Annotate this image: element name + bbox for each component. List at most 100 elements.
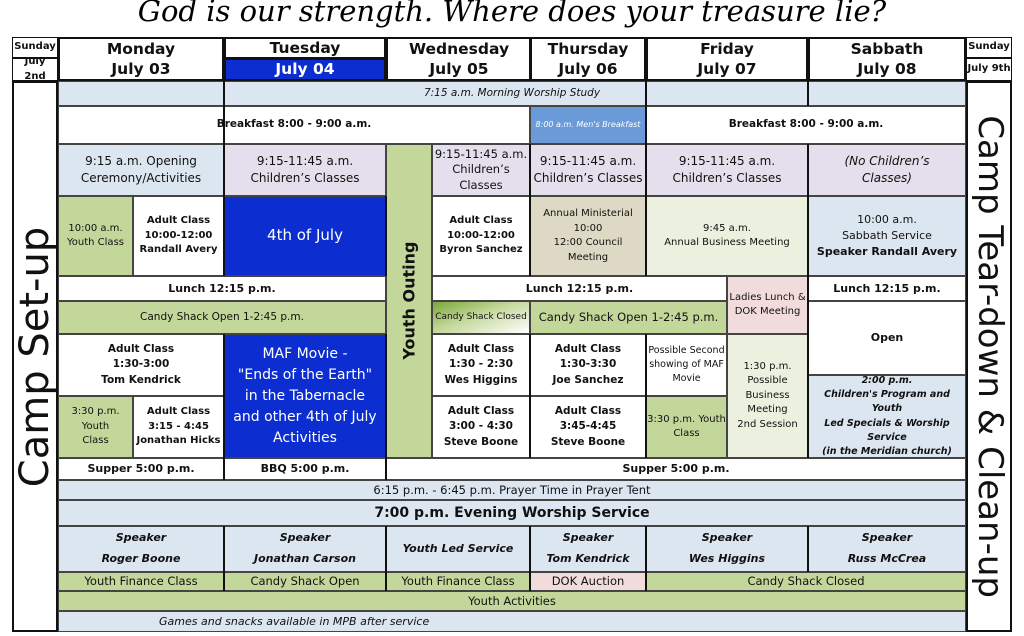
mon-adult-class-pm2: Adult Class 3:15 - 4:45 Jonathan Hicks	[133, 396, 224, 458]
speaker-tuesday: Speaker Jonathan Carson	[224, 526, 386, 572]
maf-movie: MAF Movie - "Ends of the Earth" in the T…	[224, 334, 386, 458]
candy-shack-closed-wed: Candy Shack Closed	[432, 301, 530, 334]
evening-worship: 7:00 p.m. Evening Worship Service	[58, 500, 966, 526]
fourth-of-july: 4th of July	[224, 196, 386, 276]
maf-second-showing: Possible Second showing of MAF Movie	[646, 334, 727, 396]
day-date: July 05	[429, 60, 489, 78]
ladies-lunch: Ladies Lunch & DOK Meeting	[727, 276, 808, 334]
youth-finance-wed: Youth Finance Class	[386, 572, 530, 591]
sunday-left-day: Sunday	[12, 37, 58, 58]
sabbath-afternoon-time: 2:00 p.m.	[861, 375, 913, 386]
prayer-time: 6:15 p.m. - 6:45 p.m. Prayer Time in Pra…	[58, 480, 966, 500]
day-divider	[645, 334, 647, 458]
day-divider	[807, 144, 809, 458]
mens-breakfast: 8:00 a.m. Men's Breakfast	[530, 106, 646, 144]
day-date: July 08	[857, 60, 917, 78]
annual-business-meeting: 9:45 a.m. Annual Business Meeting	[646, 196, 808, 276]
day-date: July 07	[697, 60, 757, 78]
camp-setup-label: Camp Set-up	[12, 226, 58, 487]
breakfast: Breakfast 8:00 - 9:00 a.m.	[58, 106, 530, 144]
candy-shack-closed-late: Candy Shack Closed	[646, 572, 966, 591]
speaker-friday: Speaker Wes Higgins	[646, 526, 808, 572]
youth-activities: Youth Activities	[58, 591, 966, 611]
lunch-sabbath: Lunch 12:15 p.m.	[808, 276, 966, 301]
wed-adult-class-pm2: Adult Class 3:00 - 4:30 Steve Boone	[432, 396, 530, 458]
camp-teardown-column: Camp Tear-down & Clean-up	[966, 81, 1012, 632]
day-date: July 06	[558, 60, 618, 78]
day-divider	[807, 526, 809, 572]
day-divider	[529, 526, 531, 591]
mon-youth-class-pm: 3:30 p.m. Youth Class	[58, 396, 133, 458]
day-divider	[529, 37, 531, 81]
youth-finance-mon: Youth Finance Class	[58, 572, 224, 591]
business-meeting-2nd: 1:30 p.m. Possible Business Meeting 2nd …	[727, 334, 808, 458]
morning-worship: 7:15 a.m. Morning Worship Study	[58, 81, 966, 106]
day-divider	[385, 196, 387, 276]
sabbath-open: Open	[808, 301, 966, 375]
sunday-left-date: July 2nd	[12, 58, 58, 81]
sabbath-afternoon-program: 2:00 p.m. Children's Program and Youth Le…	[808, 375, 966, 458]
day-divider	[529, 144, 531, 276]
day-name: Friday	[700, 39, 754, 58]
sunday-right-date: July 9th	[966, 58, 1012, 81]
candy-shack-open-mon-tue: Candy Shack Open 1-2:45 p.m.	[58, 301, 386, 334]
header-tuesday: Tuesday	[224, 37, 386, 59]
annual-ministerial: Annual Ministerial 10:00 12:00 Council M…	[530, 196, 646, 276]
day-date: July 03	[111, 60, 171, 78]
games-snacks: Games and snacks available in MPB after …	[58, 611, 966, 632]
day-divider	[807, 37, 809, 106]
sab-no-childrens-classes: (No Children’s Classes)	[808, 144, 966, 196]
sabbath-service-text: 10:00 a.m. Sabbath Service	[842, 213, 932, 243]
day-divider	[645, 526, 647, 591]
dok-auction: DOK Auction	[530, 572, 646, 591]
fri-childrens-classes: 9:15-11:45 a.m. Children’s Classes	[646, 144, 808, 196]
wed-childrens-classes: 9:15-11:45 a.m. Children’s Classes	[432, 144, 530, 196]
page-title: God is our strength. Where does your tre…	[137, 0, 887, 28]
fri-youth-class-pm: 3:30 p.m. Youth Class	[646, 396, 727, 458]
mon-adult-class-pm1: Adult Class 1:30-3:00 Tom Kendrick	[58, 334, 224, 396]
sabbath-afternoon-text: Children's Program and Youth Led Special…	[822, 389, 952, 457]
supper-mon: Supper 5:00 p.m.	[58, 458, 224, 480]
opening-ceremony: 9:15 a.m. Opening Ceremony/Activities	[58, 144, 224, 196]
day-divider	[385, 37, 387, 81]
thu-adult-class-pm1: Adult Class 1:30-3:30 Joe Sanchez	[530, 334, 646, 396]
day-divider	[223, 526, 225, 591]
sunday-right-day: Sunday	[966, 37, 1012, 58]
supper-wed-sab: Supper 5:00 p.m.	[386, 458, 966, 480]
day-divider	[529, 334, 531, 458]
speaker-wednesday: Youth Led Service	[386, 526, 530, 572]
candy-shack-open-tue: Candy Shack Open	[224, 572, 386, 591]
sabbath-speaker: Speaker Randall Avery	[816, 244, 958, 258]
youth-outing: Youth Outing	[386, 144, 432, 458]
speaker-sabbath: Speaker Russ McCrea	[808, 526, 966, 572]
camp-setup-column: Camp Set-up	[12, 81, 58, 632]
day-divider	[223, 334, 225, 480]
thu-childrens-classes: 9:15-11:45 a.m. Children’s Classes	[530, 144, 646, 196]
speaker-thursday: Speaker Tom Kendrick	[530, 526, 646, 572]
candy-shack-open-thu-fri: Candy Shack Open 1-2:45 p.m.	[530, 301, 727, 334]
day-name: Sabbath	[850, 39, 924, 58]
speaker-monday: Speaker Roger Boone	[58, 526, 224, 572]
header-tuesday-date: July 04	[224, 58, 386, 81]
tue-childrens-classes: 9:15-11:45 a.m. Children’s Classes	[224, 144, 386, 196]
youth-outing-label: Youth Outing	[399, 241, 419, 361]
breakfast-late: Breakfast 8:00 - 9:00 a.m.	[646, 106, 966, 144]
mon-youth-class: 10:00 a.m. Youth Class	[58, 196, 133, 276]
lunch-mon-tue: Lunch 12:15 p.m.	[58, 276, 386, 301]
mon-adult-class-am: Adult Class 10:00-12:00 Randall Avery	[133, 196, 224, 276]
day-name: Thursday	[547, 39, 629, 58]
lunch-wed-fri: Lunch 12:15 p.m.	[432, 276, 727, 301]
day-divider	[645, 37, 647, 276]
day-divider	[385, 334, 387, 480]
camp-teardown-label: Camp Tear-down & Clean-up	[969, 115, 1010, 598]
wed-adult-class-pm1: Adult Class 1:30 - 2:30 Wes Higgins	[432, 334, 530, 396]
day-name: Wednesday	[408, 39, 510, 58]
day-divider	[223, 196, 225, 276]
day-name: Monday	[106, 39, 176, 58]
day-divider	[223, 37, 225, 196]
